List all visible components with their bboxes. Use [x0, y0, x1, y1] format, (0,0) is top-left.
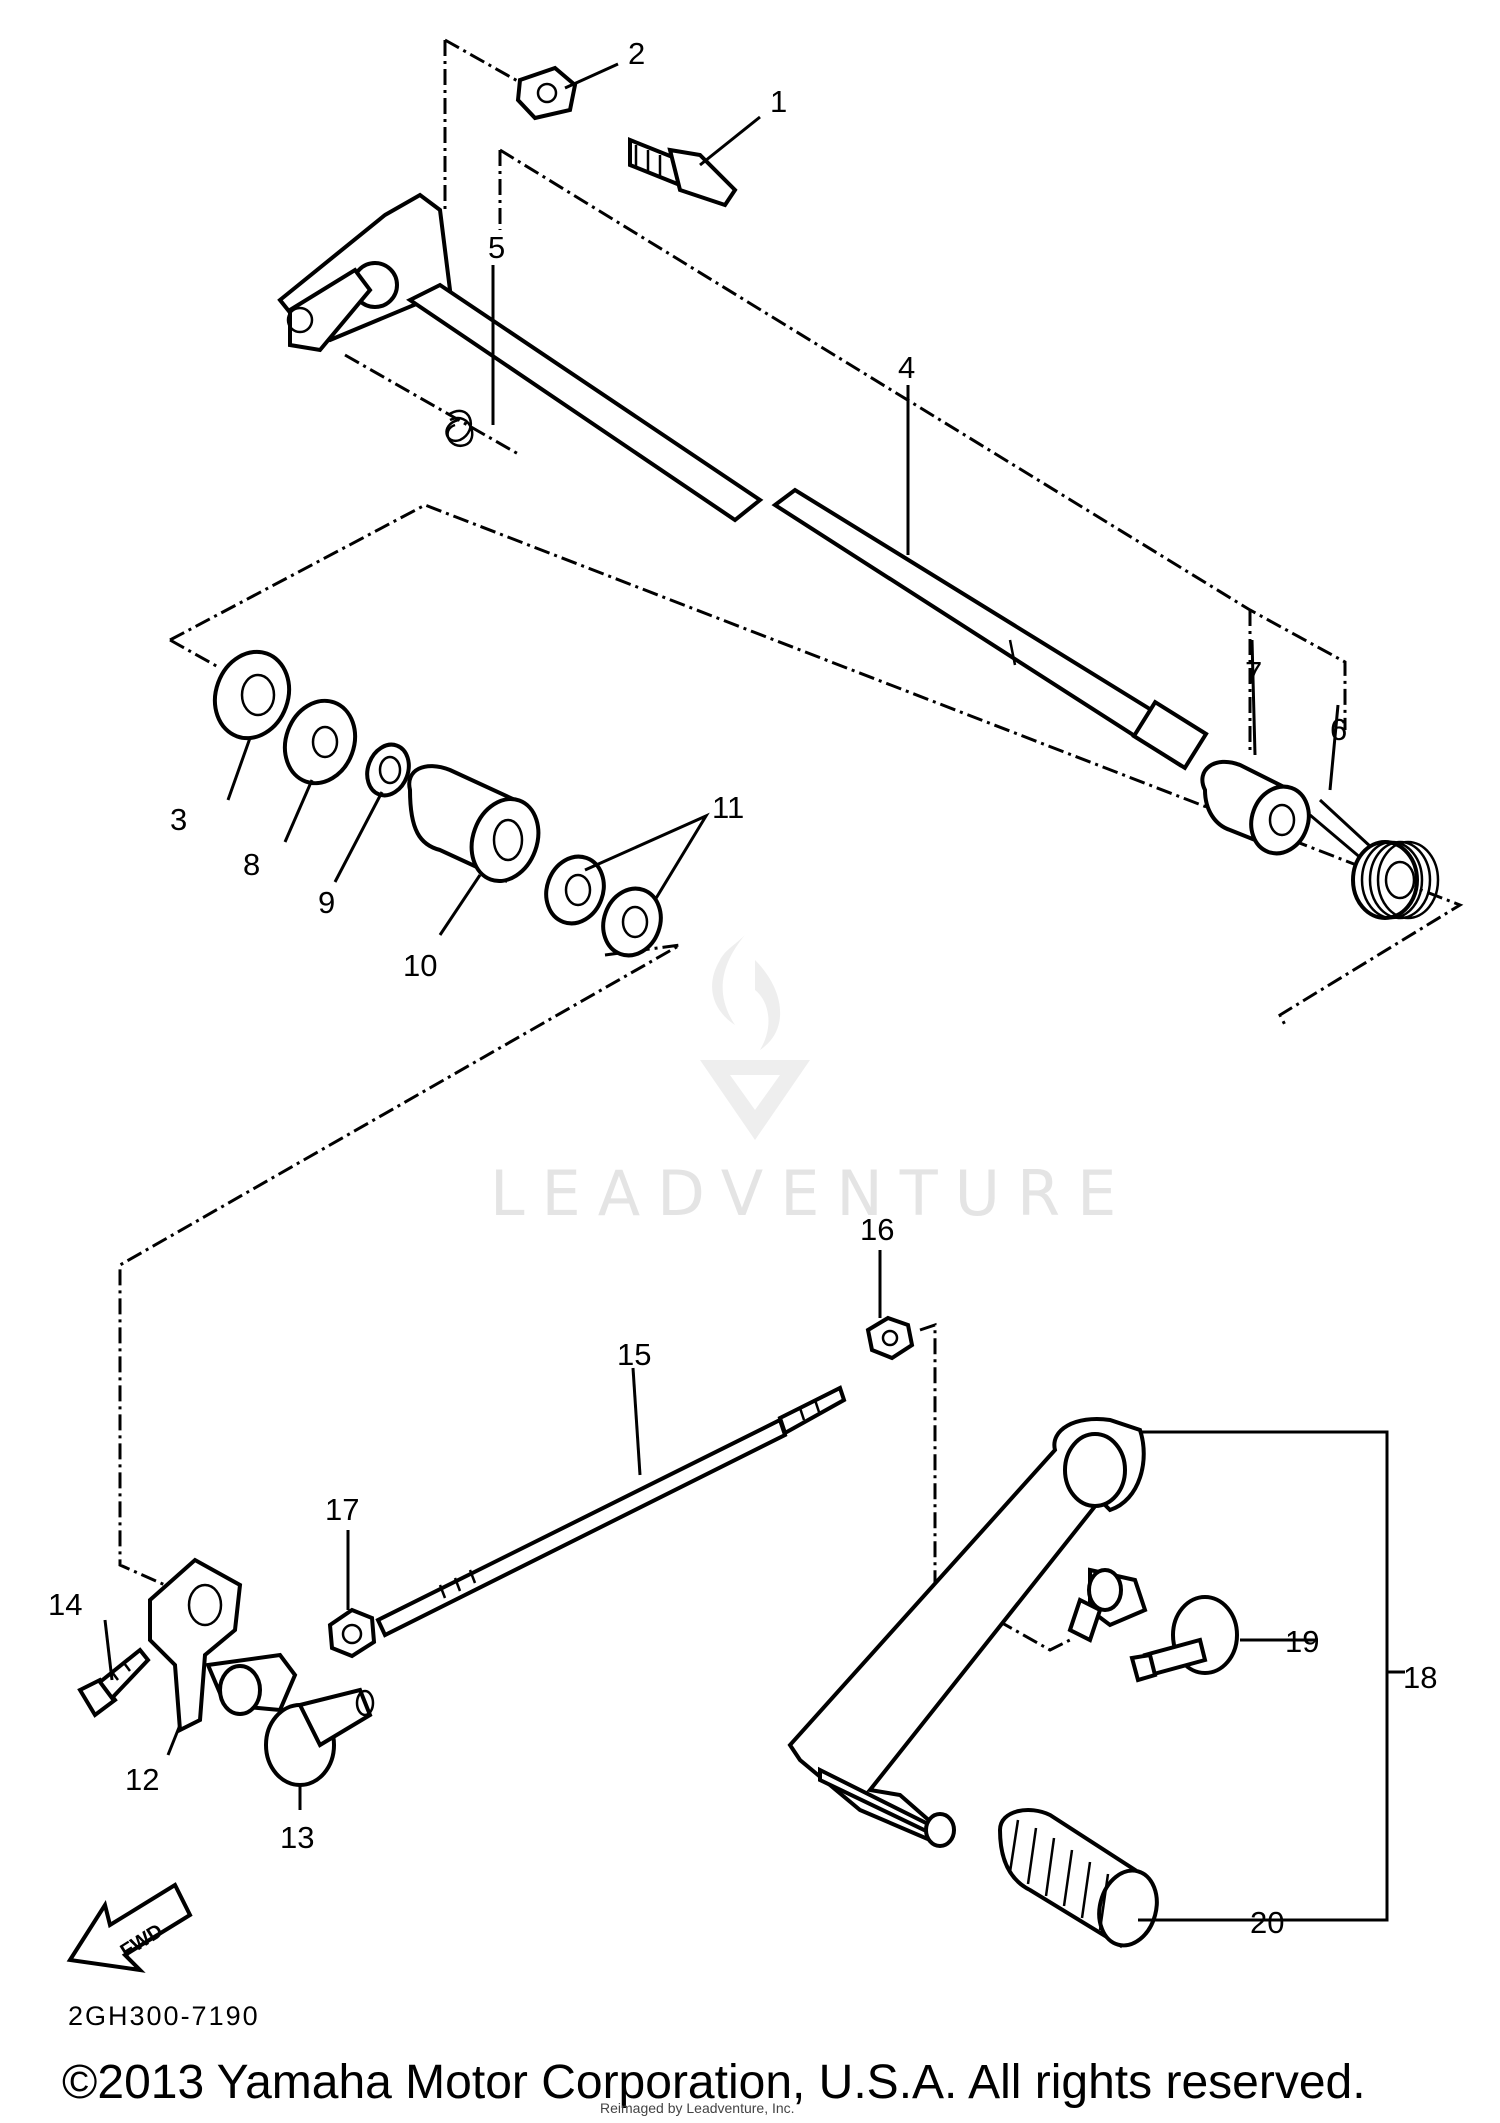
shift-shaft-assembly — [277, 192, 1209, 771]
label-18: 18 — [1403, 1660, 1437, 1695]
label-15: 15 — [617, 1337, 651, 1372]
label-19: 19 — [1285, 1624, 1319, 1659]
oil-seal-part-3 — [212, 649, 292, 741]
copyright-notice: ©2013 Yamaha Motor Corporation, U.S.A. A… — [62, 2056, 1366, 2109]
shift-rod-part-15 — [375, 1385, 847, 1638]
label-8: 8 — [243, 847, 260, 882]
label-11: 11 — [712, 790, 744, 825]
label-13: 13 — [280, 1820, 314, 1855]
label-6: 6 — [1330, 712, 1347, 747]
joint-part-13 — [264, 1687, 375, 1787]
bolt-part-14 — [77, 1647, 151, 1718]
torsion-spring-part-6 — [1309, 798, 1440, 920]
label-2: 2 — [628, 36, 645, 71]
drawing-code: 2GH300-7190 — [68, 2001, 260, 2031]
label-7: 7 — [1245, 655, 1262, 690]
pedal-rubber-part-20 — [997, 1808, 1159, 1949]
collar-part-7 — [1200, 759, 1311, 856]
label-9: 9 — [318, 885, 335, 920]
label-17: 17 — [325, 1492, 359, 1527]
label-5: 5 — [488, 230, 505, 265]
label-4: 4 — [898, 350, 915, 385]
label-12: 12 — [125, 1762, 159, 1797]
bushing-part-10 — [407, 764, 541, 883]
shift-arm-part-12 — [148, 1557, 298, 1734]
nut-part-2 — [515, 65, 578, 121]
label-14: 14 — [48, 1587, 82, 1622]
label-1: 1 — [770, 84, 787, 119]
leadventure-watermark: LEADVENTURE — [490, 935, 1133, 1230]
circlip-part-9 — [365, 742, 411, 798]
leader-lines — [103, 62, 1405, 1922]
label-20: 20 — [1250, 1905, 1284, 1940]
joint-part-19 — [1129, 1595, 1239, 1683]
reimaged-credit: Reimaged by Leadventure, Inc. — [600, 2100, 795, 2116]
washer-part-8 — [282, 698, 358, 786]
label-16: 16 — [860, 1212, 894, 1247]
fwd-arrow-icon: FWD — [66, 1882, 193, 1973]
locknut-part-17 — [327, 1607, 377, 1659]
label-3: 3 — [170, 802, 187, 837]
nut-part-16 — [865, 1315, 915, 1361]
part-number-labels: 1 2 3 4 5 6 7 8 9 10 11 12 13 14 15 16 1… — [48, 36, 1437, 1940]
spring-part-5 — [445, 409, 472, 443]
oil-seals-part-11 — [544, 854, 663, 958]
watermark-text: LEADVENTURE — [490, 1157, 1133, 1230]
label-10: 10 — [403, 948, 437, 983]
bolt-part-1 — [628, 137, 738, 208]
shift-pedal-part-18 — [787, 1417, 1148, 1848]
